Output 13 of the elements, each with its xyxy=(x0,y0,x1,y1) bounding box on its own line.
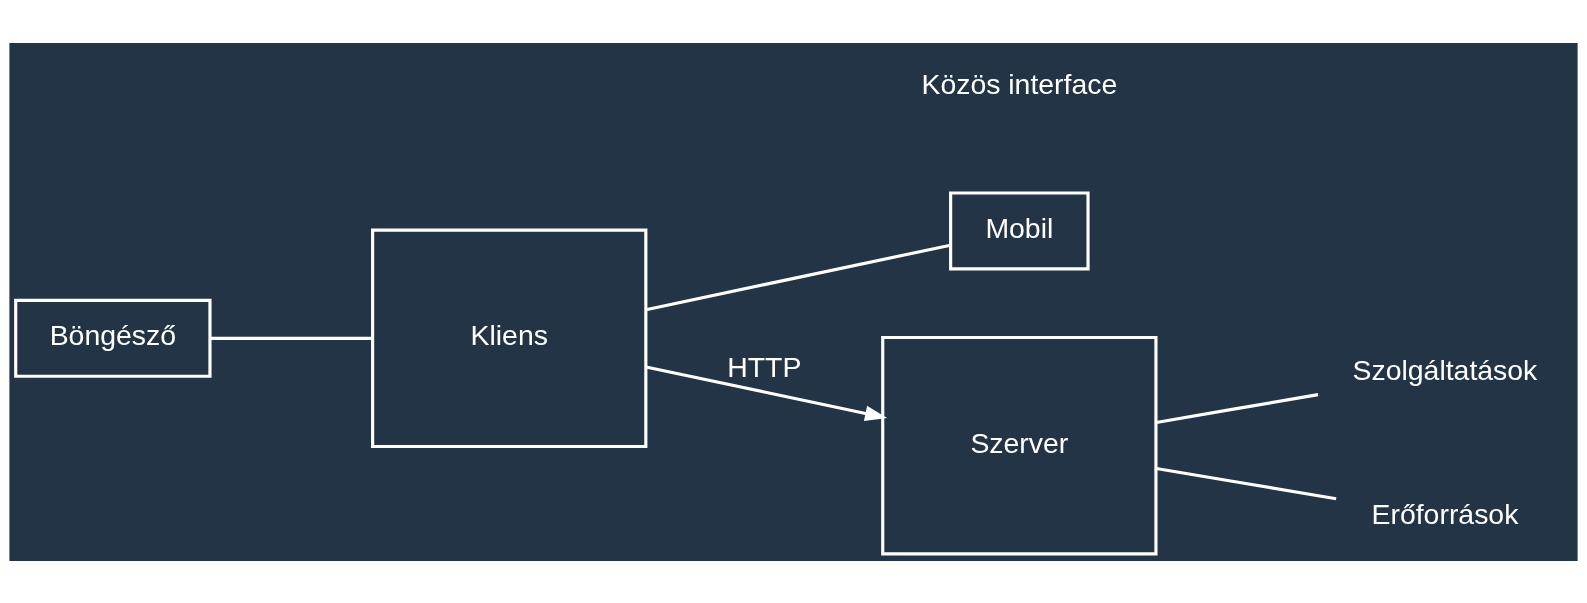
connector xyxy=(1156,392,1319,424)
arrow xyxy=(645,364,888,421)
label: Közös interface xyxy=(921,67,1118,100)
node-text: Szolgáltatások xyxy=(1352,353,1538,386)
node-box: Szerver xyxy=(881,335,1158,555)
node-text: Erőforrások xyxy=(1371,497,1519,530)
edge-label: HTTP xyxy=(727,350,802,383)
connector xyxy=(1156,466,1337,500)
node-box: Mobil xyxy=(949,190,1090,270)
node-box: Kliens xyxy=(371,228,648,448)
node-box: Böngésző xyxy=(14,298,212,378)
connector xyxy=(645,243,951,311)
connector xyxy=(210,336,373,340)
